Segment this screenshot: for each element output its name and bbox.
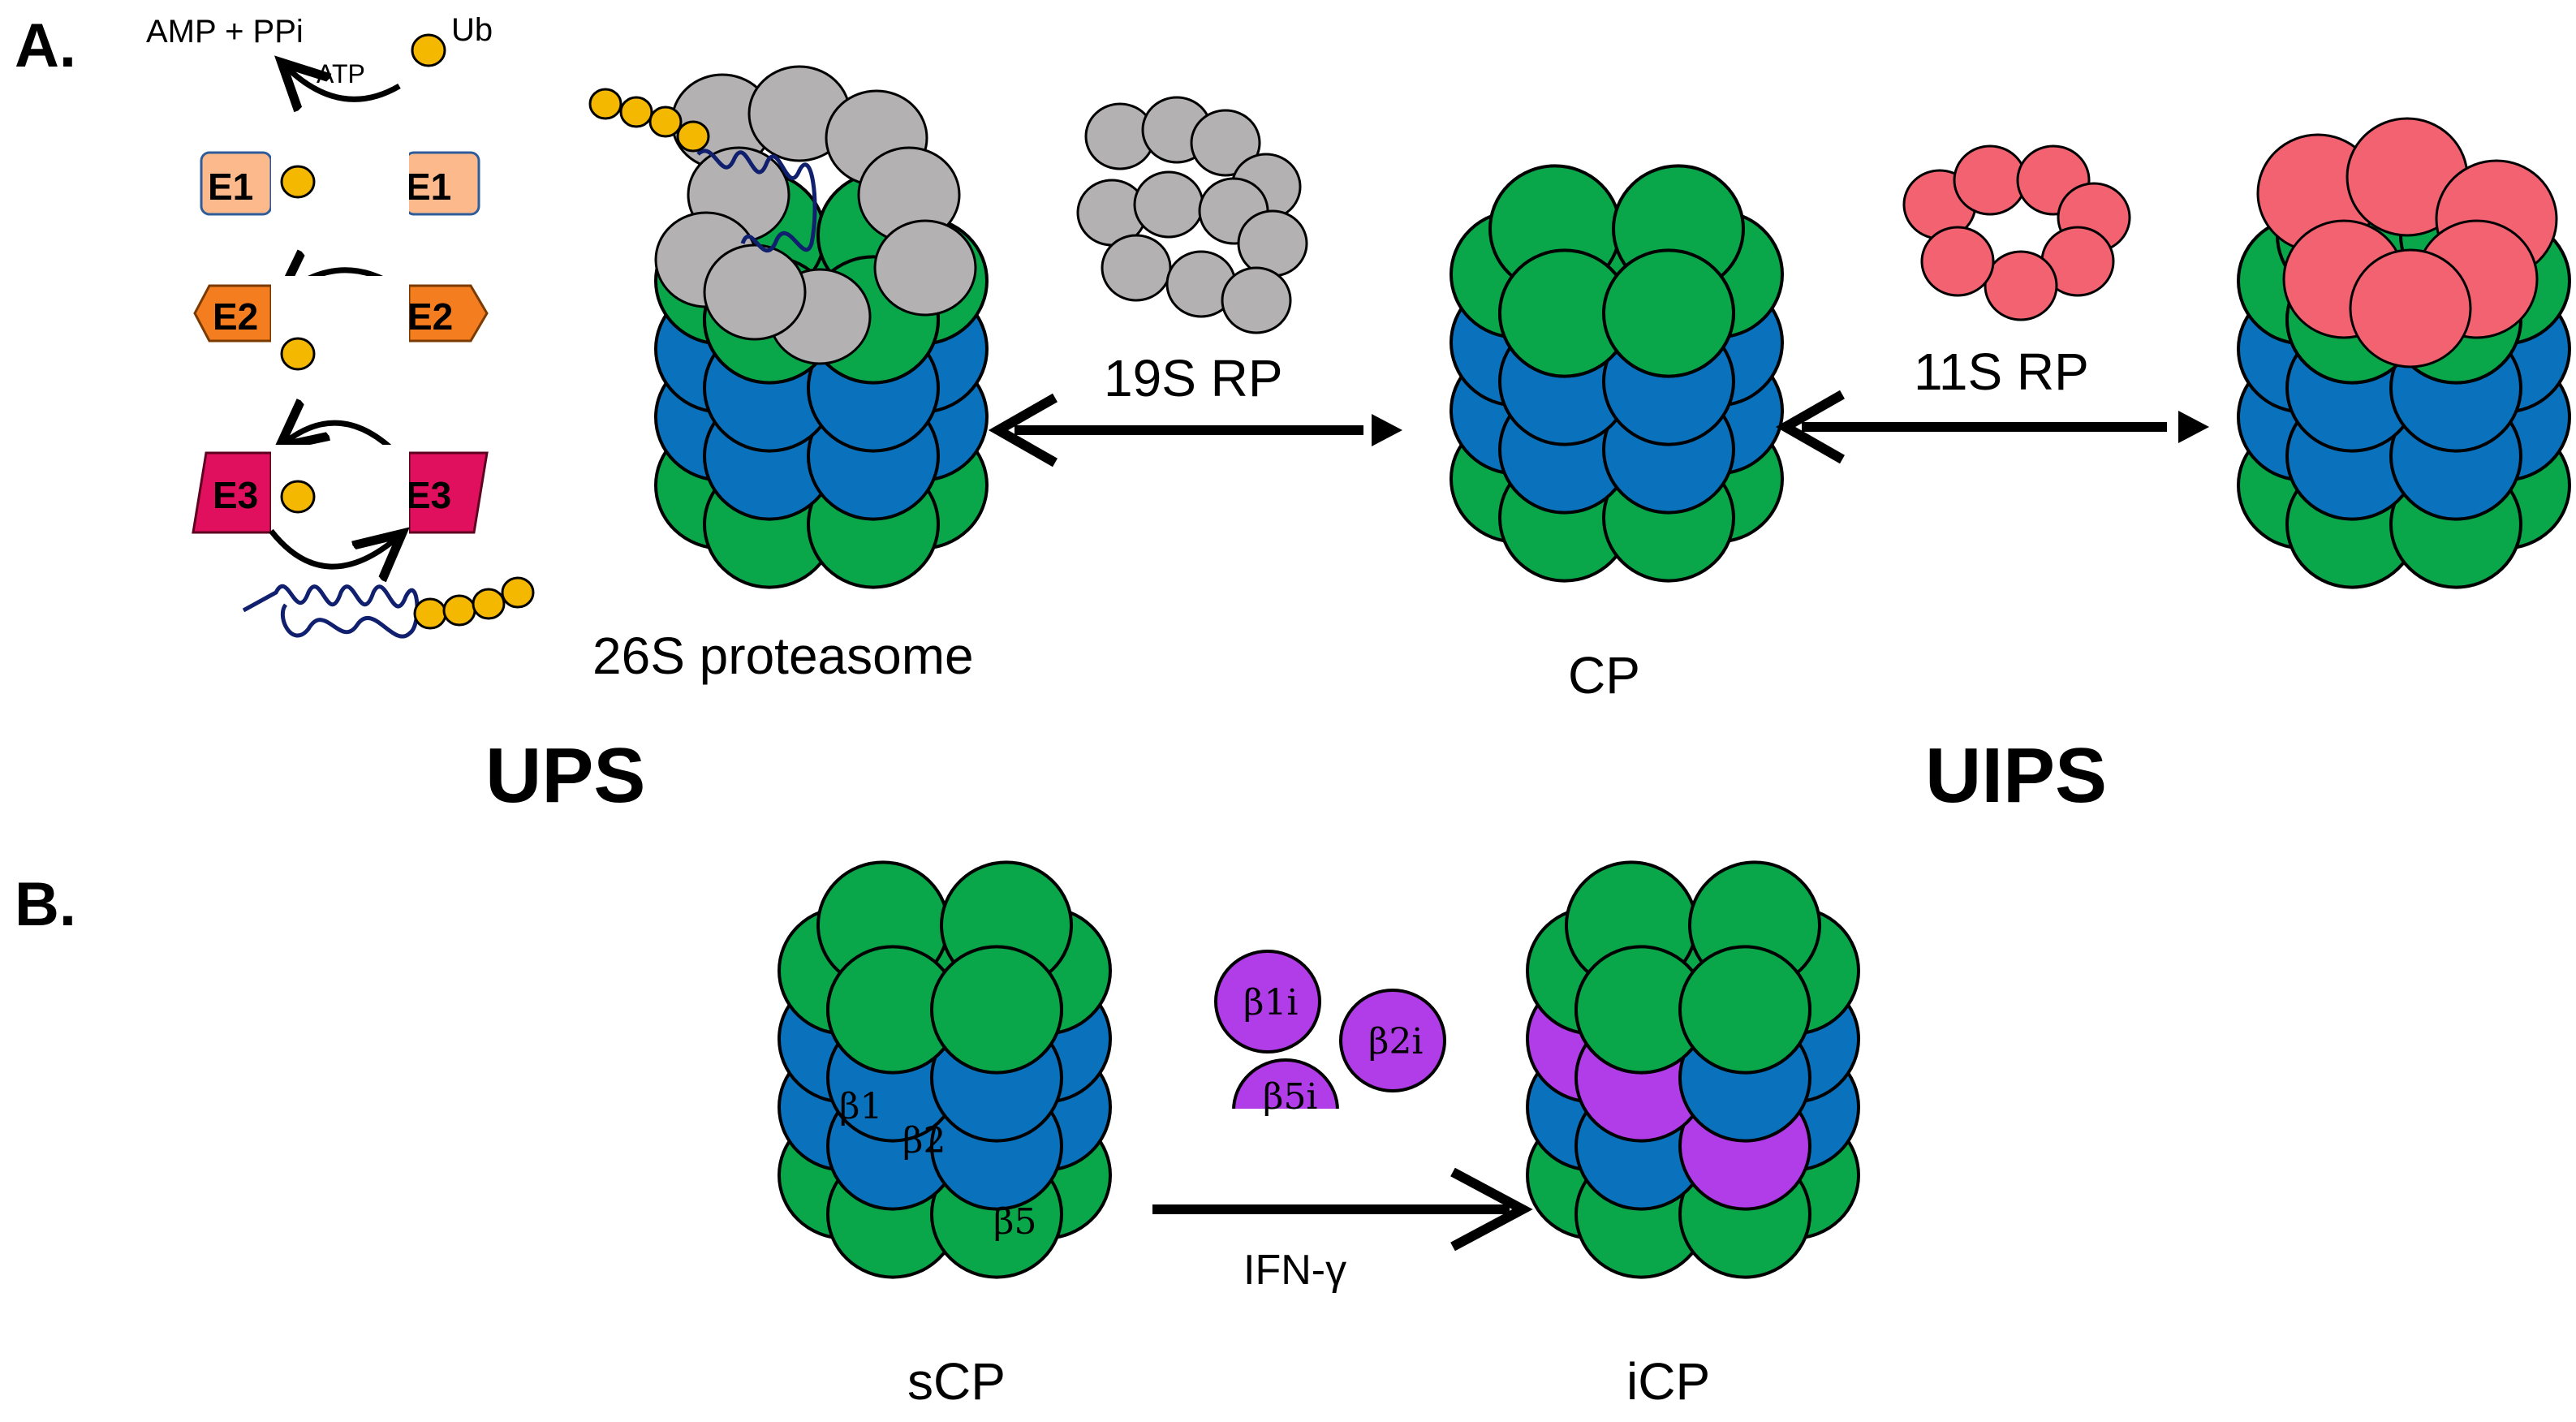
core-particle-cylinder xyxy=(1450,164,1784,583)
e3-enzyme-right: E3 xyxy=(406,451,489,534)
beta2-label: β2 xyxy=(902,1120,946,1161)
beta1-label: β1 xyxy=(839,1086,882,1127)
ub-label: Ub xyxy=(451,12,493,48)
svg-text:E2: E2 xyxy=(213,295,258,338)
uips-label: UIPS xyxy=(1925,732,2107,819)
ifn-label: IFN-γ xyxy=(1243,1247,1346,1294)
proteasome-26s-label: 26S proteasome xyxy=(592,627,974,685)
atp-label: ATP xyxy=(317,59,365,88)
substrate-in-proteasome xyxy=(696,149,817,252)
arrow-19s xyxy=(988,393,1402,468)
transfer-arrow-2 xyxy=(284,423,400,457)
ubiquitin-e1 xyxy=(280,165,316,199)
rp11s-cap xyxy=(2256,117,2558,368)
atp-arrow xyxy=(286,67,401,99)
beta5-label: β5 xyxy=(993,1201,1036,1243)
rp19s-free xyxy=(1076,96,1308,334)
svg-text:E3: E3 xyxy=(213,474,258,516)
ubiquitin-free xyxy=(411,33,446,67)
e1-enzyme-left: E1 xyxy=(200,151,273,216)
proteasome-ub-chain xyxy=(588,88,710,153)
scp-label: sCP xyxy=(907,1352,1006,1411)
proteasome-26s: 26S proteasome xyxy=(588,65,989,685)
arrow-11s xyxy=(1775,390,2209,464)
immuno-subunits: β1i β2i β5i xyxy=(1214,950,1446,1174)
rp11s-free xyxy=(1902,144,2131,321)
alpha-ring-front-subunit xyxy=(930,945,1063,1075)
e2-enzyme-left: E2 xyxy=(193,284,273,343)
alpha-ring-front-subunit xyxy=(1678,945,1811,1075)
rp11s-label: 11S RP xyxy=(1914,343,2089,401)
subunit-beta1i: β1i xyxy=(1214,950,1321,1054)
ubiquitin-e2 xyxy=(280,337,316,371)
e3-enzyme-left: E3 xyxy=(192,451,273,534)
ifn-arrow xyxy=(1152,1167,1533,1252)
panel-a-label: A. xyxy=(15,11,76,80)
substrate-protein xyxy=(242,584,420,639)
ubiquitination-cascade: AMP + PPi Ub ATP E1 E1 E2 E2 xyxy=(146,12,535,639)
amp-ppi-label: AMP + PPi xyxy=(146,14,304,50)
ups-label: UPS xyxy=(485,732,645,819)
svg-text:E2: E2 xyxy=(407,295,453,338)
transfer-arrow-3 xyxy=(269,531,398,567)
svg-text:E1: E1 xyxy=(208,166,253,208)
panel-b-label: B. xyxy=(15,870,76,939)
svg-text:β1i: β1i xyxy=(1243,982,1299,1023)
e2-enzyme-right: E2 xyxy=(407,284,489,343)
subunit-beta2i: β2i xyxy=(1339,989,1446,1092)
proteasome-11s-capped xyxy=(2237,117,2571,589)
cp-label: CP xyxy=(1568,646,1640,705)
rp19s-label: 19S RP xyxy=(1104,349,1283,407)
e1-enzyme-right: E1 xyxy=(404,151,480,216)
icp-cylinder xyxy=(1526,860,1860,1279)
alpha-ring-front-subunit xyxy=(1602,248,1735,378)
standard-core-particle: β1 β2 β5 sCP xyxy=(778,860,1112,1411)
ubiquitin-e3 xyxy=(280,480,316,514)
polyubiquitin-chain xyxy=(413,576,535,630)
svg-text:β2i: β2i xyxy=(1368,1021,1424,1062)
core-particle: CP xyxy=(1450,164,1784,705)
svg-text:E1: E1 xyxy=(406,166,451,208)
scp-cylinder xyxy=(778,860,1112,1279)
svg-text:E3: E3 xyxy=(406,474,451,516)
rp19s-cap xyxy=(654,65,977,365)
immuno-core-particle: iCP xyxy=(1526,860,1860,1411)
subunit-beta5i: β5i xyxy=(1217,1058,1363,1174)
svg-text:β5i: β5i xyxy=(1263,1076,1318,1118)
icp-label: iCP xyxy=(1626,1352,1710,1411)
